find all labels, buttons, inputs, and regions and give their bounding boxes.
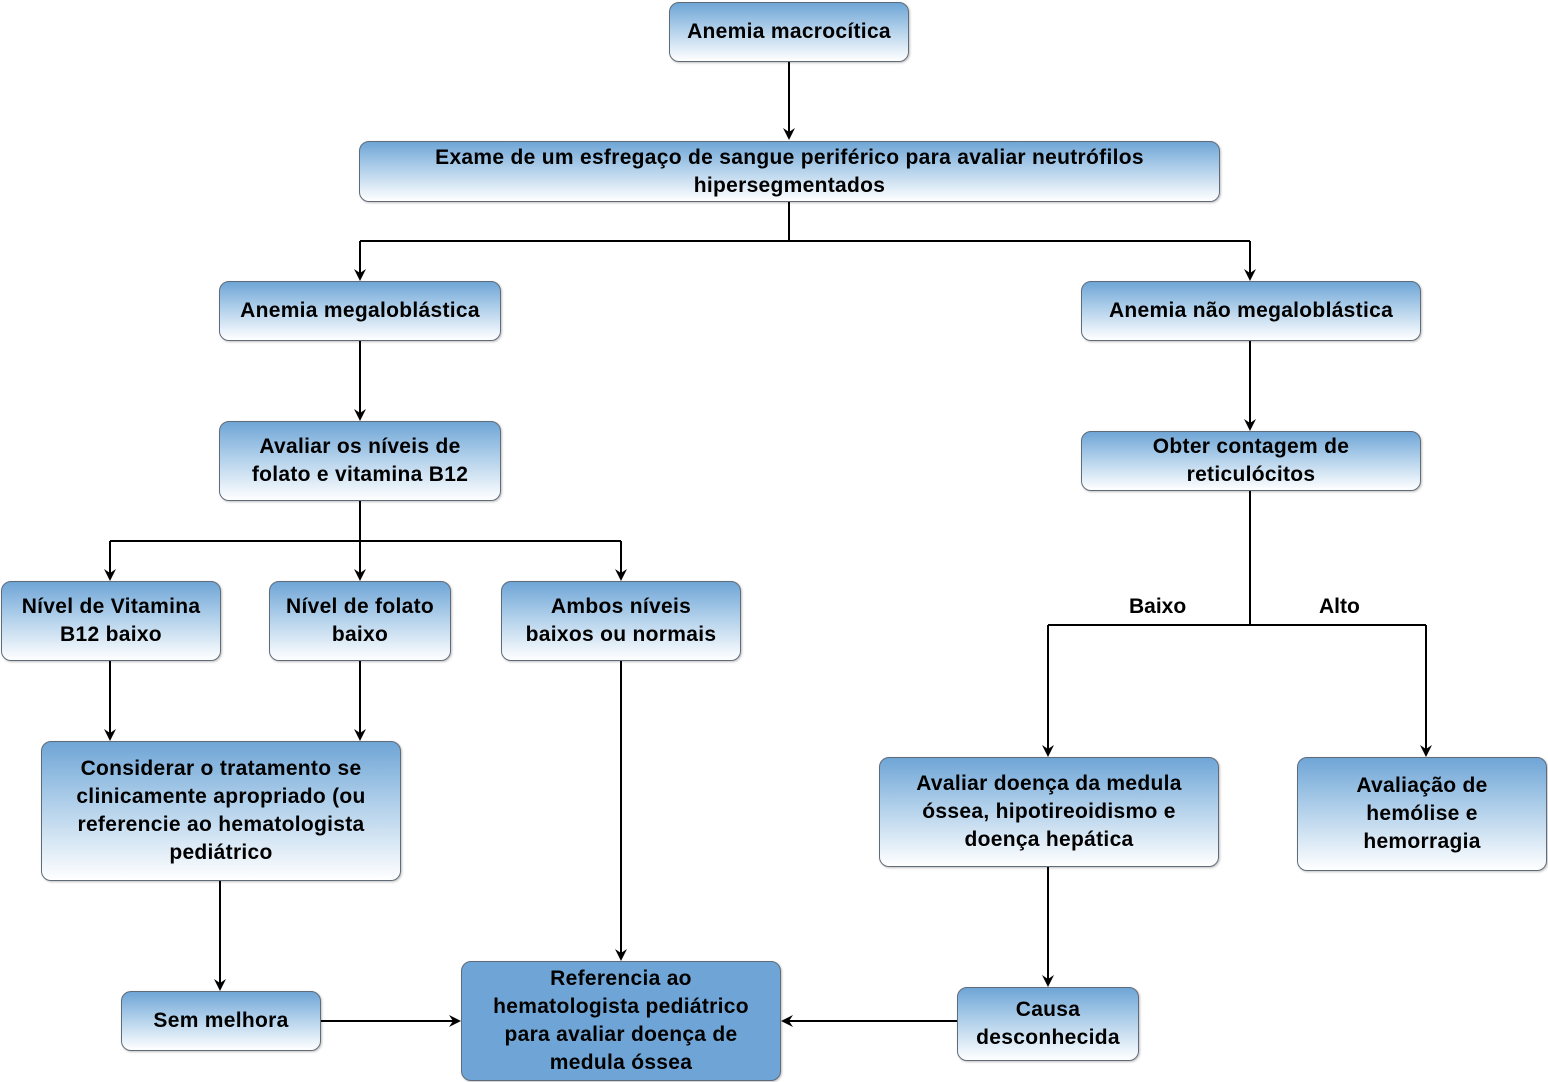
node-avaliar-doenca-medula: Avaliar doença da medula óssea, hipotire… [879,757,1219,867]
edge-label-baixo: Baixo [1129,595,1187,618]
node-referencia-hematologista: Referencia ao hematologista pediátrico p… [461,961,781,1081]
node-ambos-niveis: Ambos níveis baixos ou normais [501,581,741,661]
node-anemia-nao-megaloblastica: Anemia não megaloblástica [1081,281,1421,341]
node-considerar-tratamento: Considerar o tratamento se clinicamente … [41,741,401,881]
node-exame-esfregaco: Exame de um esfregaço de sangue periféri… [359,141,1220,202]
node-anemia-megaloblastica: Anemia megaloblástica [219,281,501,341]
node-nivel-folato-baixo: Nível de folato baixo [269,581,451,661]
node-obter-contagem: Obter contagem de reticulócitos [1081,431,1421,491]
edge-label-alto: Alto [1319,595,1360,618]
node-anemia-macrocitica: Anemia macrocítica [669,2,909,62]
node-avaliacao-hemolise: Avaliação de hemólise e hemorragia [1297,757,1547,871]
node-avaliar-niveis: Avaliar os níveis de folato e vitamina B… [219,421,501,501]
node-nivel-b12-baixo: Nível de Vitamina B12 baixo [1,581,221,661]
node-causa-desconhecida: Causa desconhecida [957,987,1139,1061]
node-sem-melhora: Sem melhora [121,991,321,1051]
